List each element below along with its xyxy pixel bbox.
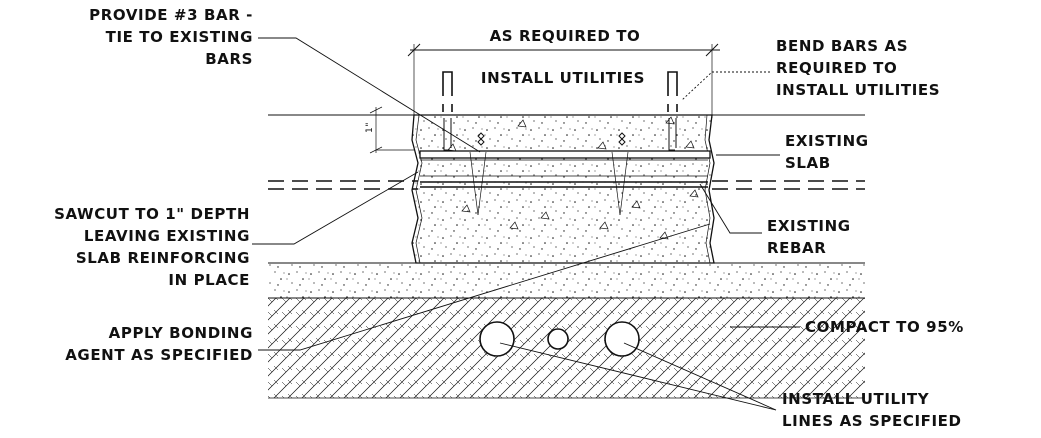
svg-text:INSTALL UTILITIES: INSTALL UTILITIES (481, 69, 645, 87)
svg-text:INSTALL UTILITY: INSTALL UTILITY (782, 390, 930, 408)
svg-text:IN PLACE: IN PLACE (168, 271, 250, 289)
svg-text:SAWCUT TO 1" DEPTH: SAWCUT TO 1" DEPTH (54, 205, 250, 223)
compacted-subgrade (268, 298, 865, 398)
utility-pipe-middle (547, 328, 569, 350)
tie-wires (477, 132, 626, 146)
leader-bonding-agent (258, 223, 711, 351)
svg-text:INSTALL UTILITIES: INSTALL UTILITIES (776, 81, 940, 99)
label-bonding-agent: APPLY BONDING AGENT AS SPECIFIED (65, 324, 253, 364)
label-bend-bars: BEND BARS AS REQUIRED TO INSTALL UTILITI… (776, 37, 940, 99)
leader-provide-bar (258, 37, 481, 153)
leader-sawcut (252, 171, 419, 245)
svg-text:SLAB REINFORCING: SLAB REINFORCING (76, 249, 250, 267)
label-existing-rebar: EXISTING REBAR (767, 217, 851, 257)
svg-text:LINES AS SPECIFIED: LINES AS SPECIFIED (782, 412, 962, 430)
svg-text:BEND BARS AS: BEND BARS AS (776, 37, 908, 55)
leader-bend-bars (681, 71, 770, 101)
leader-existing-rebar (699, 183, 762, 234)
label-install-utility: INSTALL UTILITY LINES AS SPECIFIED (782, 390, 962, 430)
svg-text:EXISTING: EXISTING (785, 132, 869, 150)
label-sawcut: SAWCUT TO 1" DEPTH LEAVING EXISTING SLAB… (54, 205, 250, 289)
svg-text:APPLY BONDING: APPLY BONDING (109, 324, 253, 342)
svg-text:REQUIRED TO: REQUIRED TO (776, 59, 897, 77)
base-course (268, 263, 865, 298)
svg-text:LEAVING EXISTING: LEAVING EXISTING (84, 227, 250, 245)
leader-install-utility-2 (623, 342, 777, 411)
label-compact: COMPACT TO 95% (805, 318, 964, 336)
svg-text:AGENT AS SPECIFIED: AGENT AS SPECIFIED (65, 346, 253, 364)
svg-text:REBAR: REBAR (767, 239, 826, 257)
leader-install-utility-1 (499, 342, 777, 411)
leader-lines (252, 37, 800, 411)
sawcut-depth-dimension: 1" (365, 106, 414, 154)
label-as-required: AS REQUIRED TO INSTALL UTILITIES (481, 27, 645, 87)
utility-pipe-right (604, 321, 640, 357)
label-provide-bar: PROVIDE #3 BAR - TIE TO EXISTING BARS (89, 6, 253, 68)
svg-text:EXISTING: EXISTING (767, 217, 851, 235)
one-inch-dim-text: 1" (365, 122, 375, 133)
bent-bars (442, 71, 678, 112)
svg-text:TIE TO EXISTING: TIE TO EXISTING (106, 28, 253, 46)
utility-pipe-left (479, 321, 515, 357)
svg-text:SLAB: SLAB (785, 154, 831, 172)
width-dimension (407, 43, 720, 118)
svg-text:PROVIDE #3 BAR -: PROVIDE #3 BAR - (89, 6, 253, 24)
label-existing-slab: EXISTING SLAB (785, 132, 869, 172)
svg-text:BARS: BARS (205, 50, 253, 68)
svg-text:AS REQUIRED TO: AS REQUIRED TO (490, 27, 641, 45)
new-number-3-bar (419, 150, 711, 159)
